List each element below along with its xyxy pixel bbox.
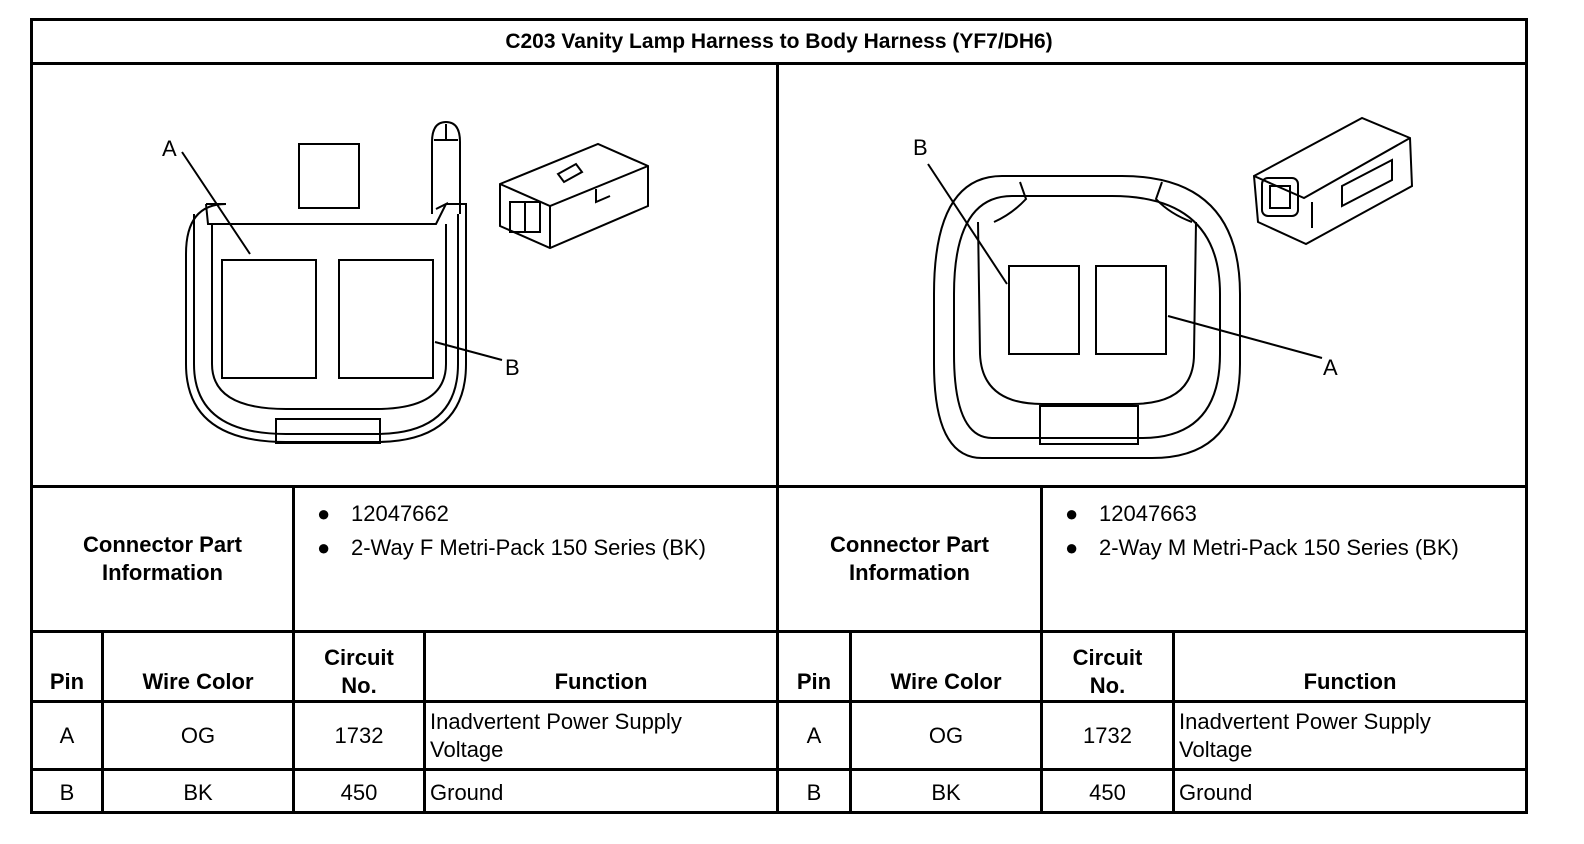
list-item: ●12047663	[1065, 501, 1197, 526]
table-cell-circuit: 450	[340, 779, 378, 805]
table-cell-function: Ground	[430, 779, 504, 805]
female-connector-face-diagram	[181, 120, 649, 444]
table-cell-pin: A	[59, 722, 75, 748]
column-header-pin: Pin	[796, 669, 832, 694]
table-cell-wire-color: OG	[928, 722, 964, 748]
divider	[849, 630, 852, 814]
table-cell-circuit: 450	[1089, 779, 1126, 805]
column-header-circuit-no: Circuit No.	[324, 645, 394, 698]
column-header-circuit-no: Circuit No.	[1072, 645, 1143, 698]
table-cell-circuit: 1732	[334, 722, 384, 748]
male-connector-face-diagram	[927, 116, 1414, 459]
list-item: ●12047662	[317, 501, 449, 526]
connector-sheet	[30, 18, 1528, 814]
pin-label-b: B	[913, 135, 928, 160]
table-cell-wire-color: OG	[180, 722, 216, 748]
table-cell-wire-color: BK	[183, 779, 213, 805]
table-cell-function: Ground	[1179, 779, 1253, 805]
table-cell-pin: B	[806, 779, 822, 805]
list-item: ●2-Way F Metri-Pack 150 Series (BK)	[317, 535, 706, 560]
table-cell-function: Inadvertent Power Supply Voltage	[430, 708, 682, 762]
divider	[30, 768, 1528, 771]
connector-info-list: ●12047662 ●2-Way F Metri-Pack 150 Series…	[295, 500, 765, 562]
pin-label-b: B	[505, 355, 520, 380]
pin-label-a: A	[1323, 355, 1338, 380]
divider	[101, 630, 104, 814]
divider	[292, 485, 295, 814]
divider	[423, 630, 426, 814]
table-cell-pin: A	[806, 722, 822, 748]
connector-info-list: ●12047663 ●2-Way M Metri-Pack 150 Series…	[1043, 500, 1513, 562]
divider	[1172, 630, 1175, 814]
connector-info-label: Connector Part Information	[83, 532, 242, 585]
column-header-wire-color: Wire Color	[142, 669, 254, 694]
divider	[30, 630, 1528, 633]
table-cell-function: Inadvertent Power Supply Voltage	[1179, 708, 1431, 762]
divider	[30, 485, 1528, 488]
table-cell-pin: B	[59, 779, 75, 805]
divider	[1040, 485, 1043, 814]
column-header-function: Function	[554, 669, 648, 694]
pin-label-a: A	[162, 136, 177, 161]
divider	[30, 700, 1528, 703]
divider	[776, 62, 779, 814]
table-cell-wire-color: BK	[931, 779, 961, 805]
list-item: ●2-Way M Metri-Pack 150 Series (BK)	[1065, 535, 1459, 560]
page-title: C203 Vanity Lamp Harness to Body Harness…	[505, 30, 1053, 53]
connector-info-label: Connector Part Information	[830, 532, 989, 585]
divider	[30, 62, 1528, 65]
column-header-wire-color: Wire Color	[890, 669, 1002, 694]
column-header-pin: Pin	[49, 669, 85, 694]
column-header-function: Function	[1303, 669, 1397, 694]
table-cell-circuit: 1732	[1083, 722, 1132, 748]
